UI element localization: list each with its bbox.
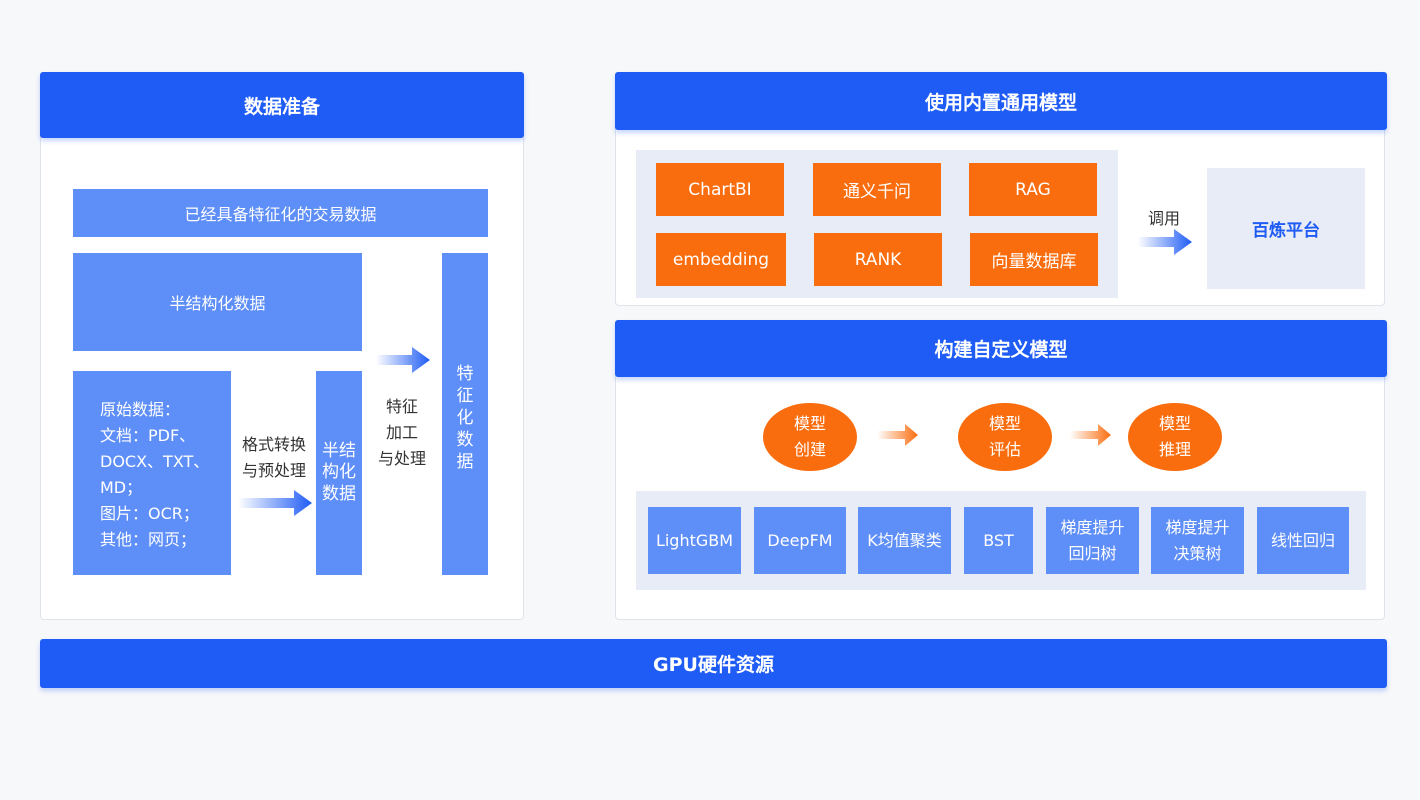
semi-structured-vertical-box: 半结 构化 数据 [316,371,362,575]
vertical-text-char: 化 [456,408,474,428]
invoke-arrow-icon [1138,229,1192,255]
model-vector-db: 向量数据库 [970,233,1098,286]
step-arrow-2-icon [1070,424,1111,446]
step-arrow-1-icon [877,424,918,446]
algo-lightgbm: LightGBM [648,507,741,574]
model-chartbi: ChartBI [656,163,784,216]
step-model-inference: 模型 推理 [1128,403,1222,471]
algo-text-line: K均值聚类 [867,530,942,550]
algo-text-line: 梯度提升 [1060,517,1125,537]
algo-gbdt: 梯度提升 决策树 [1151,507,1244,574]
vertical-text-char: 数 [456,430,474,450]
raw-data-line: 其他：网页； [100,530,197,549]
builtin-models-header: 使用内置通用模型 [615,72,1387,130]
vertical-text-char: 据 [456,452,474,472]
algo-gbrt: 梯度提升 回归树 [1046,507,1139,574]
algo-text-line: BST [983,530,1014,550]
format-convert-line: 与预处理 [241,461,306,480]
raw-data-box: 原始数据： 文档：PDF、 DOCX、TXT、 MD； 图片：OCR； 其他：网… [73,371,231,575]
data-prep-header: 数据准备 [40,72,524,138]
algo-text-line: 梯度提升 [1165,517,1230,537]
format-convert-arrow-icon [238,490,312,516]
step-text-line: 模型 [793,414,826,433]
featurized-data-vertical-box: 特 征 化 数 据 [442,253,488,575]
model-rank: RANK [814,233,942,286]
featured-trade-data-box: 已经具备特征化的交易数据 [73,189,488,237]
algo-text-line: DeepFM [767,530,833,550]
feature-process-line: 加工 [385,423,418,442]
algo-deepfm: DeepFM [754,507,846,574]
raw-data-line: DOCX、TXT、 [100,452,210,471]
step-text-line: 创建 [793,440,826,459]
model-tongyi-qianwen: 通义千问 [813,163,941,216]
feature-process-arrow-icon [376,347,430,373]
vertical-text-line: 构化 [322,462,356,483]
semi-structured-data-box: 半结构化数据 [73,253,362,351]
custom-models-header: 构建自定义模型 [615,320,1387,377]
format-convert-label: 格式转换 与预处理 [236,432,312,484]
model-rag: RAG [969,163,1097,216]
algo-text-line: 回归树 [1068,543,1117,563]
raw-data-line: 文档：PDF、 [100,426,196,445]
raw-data-line: MD； [100,478,143,497]
bailian-platform-box: 百炼平台 [1207,168,1365,289]
invoke-label: 调用 [1147,209,1180,228]
feature-process-line: 与处理 [377,449,426,468]
feature-process-label: 特征 加工 与处理 [368,394,436,472]
step-model-evaluate: 模型 评估 [958,403,1052,471]
vertical-text-char: 特 [456,364,474,384]
algo-text-line: 决策树 [1173,543,1222,563]
vertical-text-line: 数据 [322,483,356,504]
algo-text-line: LightGBM [655,530,734,550]
algo-text-line: 线性回归 [1270,530,1335,550]
vertical-text-char: 征 [456,386,474,406]
algo-linear-regression: 线性回归 [1257,507,1349,574]
model-embedding: embedding [656,233,786,286]
step-text-line: 模型 [988,414,1021,433]
raw-data-line: 图片：OCR； [100,504,199,523]
step-text-line: 评估 [988,440,1021,459]
step-text-line: 推理 [1158,440,1191,459]
format-convert-line: 格式转换 [241,435,306,454]
feature-process-line: 特征 [385,397,418,416]
step-text-line: 模型 [1158,414,1191,433]
algo-bst: BST [964,507,1033,574]
raw-data-line: 原始数据： [100,400,181,419]
algo-kmeans: K均值聚类 [858,507,951,574]
vertical-text-line: 半结 [322,441,356,462]
step-model-create: 模型 创建 [763,403,857,471]
gpu-resources-bar: GPU硬件资源 [40,639,1387,688]
